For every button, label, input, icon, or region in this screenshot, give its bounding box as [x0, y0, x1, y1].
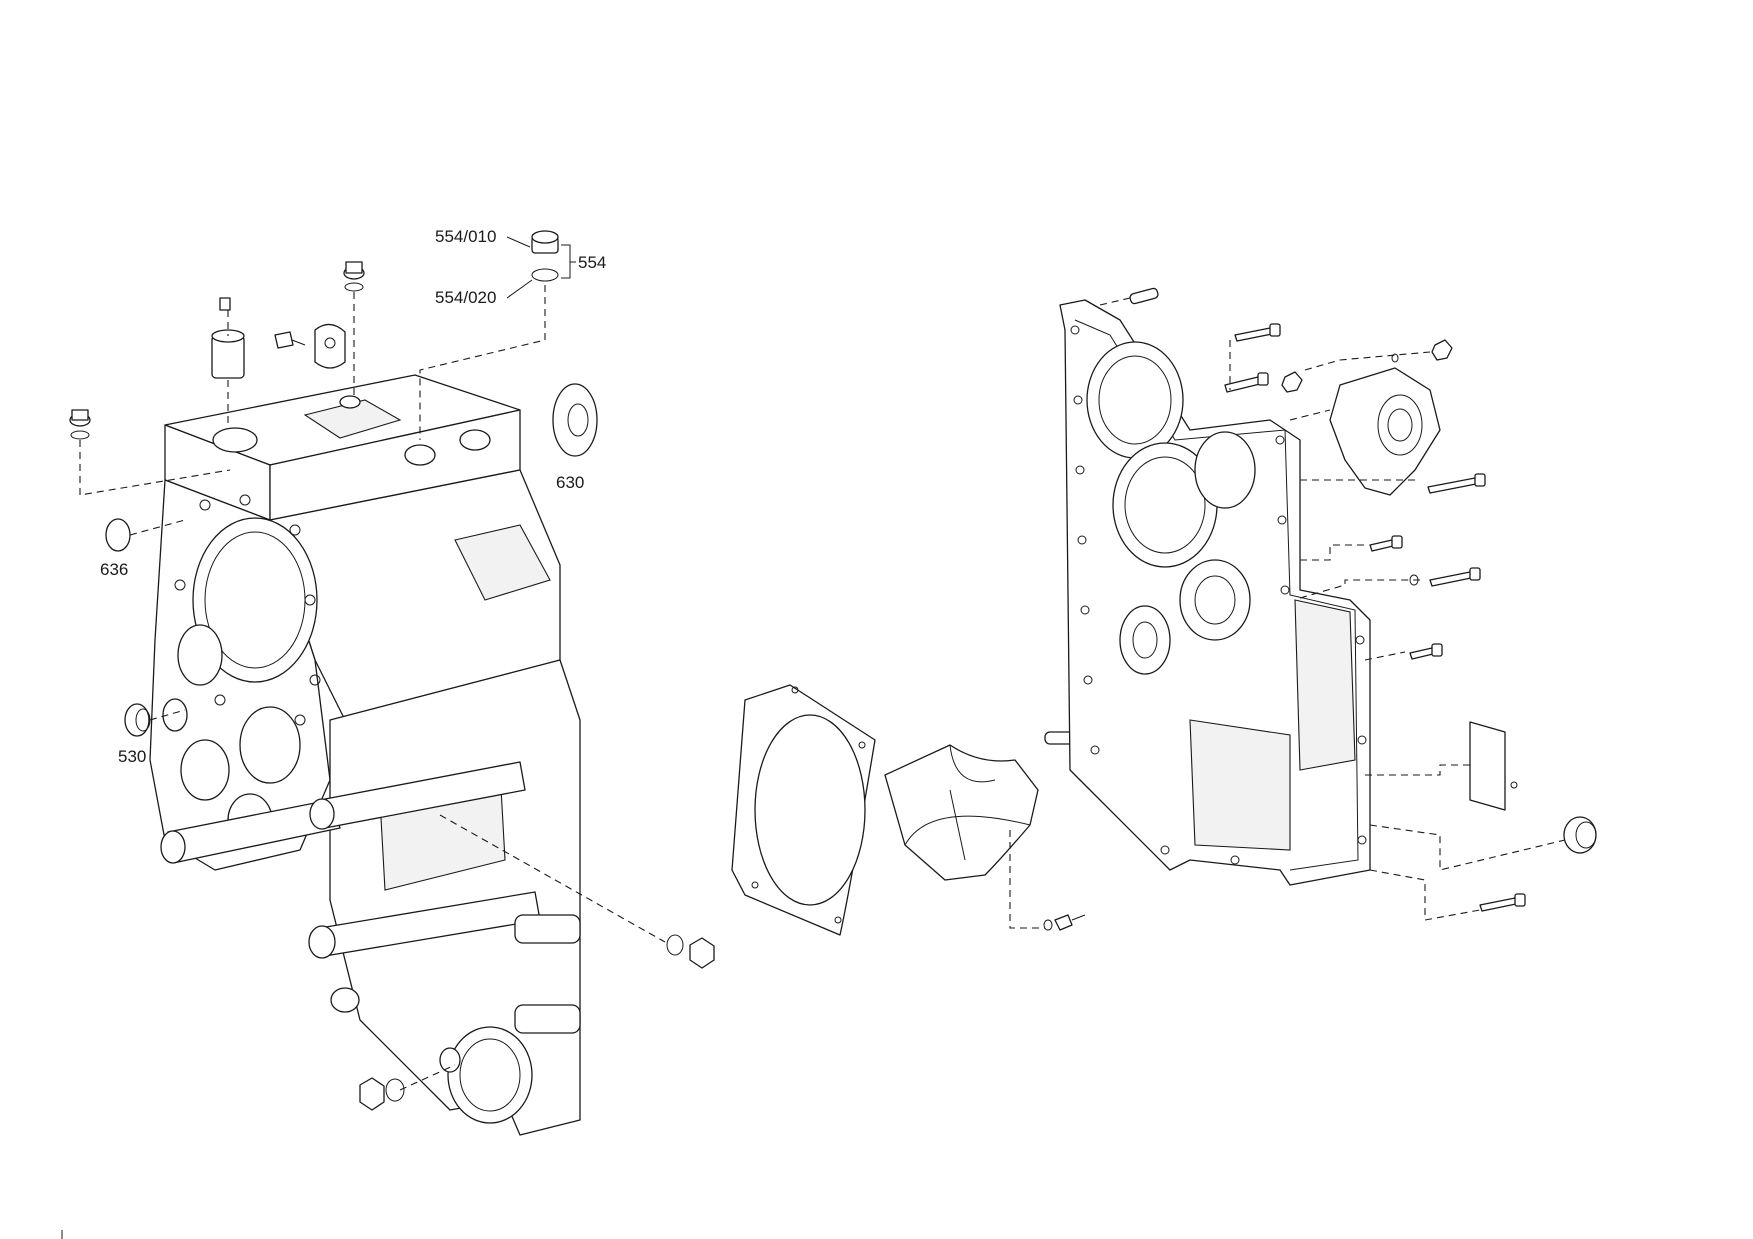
middle-small-parts — [1009, 287, 1159, 931]
left-transmission-housing — [149, 374, 581, 1136]
label-554: 554 — [578, 253, 606, 272]
label-630: 630 — [556, 473, 584, 492]
label-636: 636 — [100, 560, 128, 579]
right-transmission-cover — [1059, 299, 1371, 886]
label-530: 530 — [118, 747, 146, 766]
left-dashed-leaders — [79, 285, 666, 1091]
left-small-parts — [69, 230, 715, 1111]
part-number-labels: 554/010 554 554/020 630 636 530 — [100, 227, 606, 766]
gasket-plate — [731, 684, 876, 936]
cover-bolt-holes — [1070, 325, 1367, 865]
face-bolt-holes — [174, 494, 321, 726]
label-554-010: 554/010 — [435, 227, 496, 246]
right-small-parts — [1099, 297, 1597, 921]
label-554-020: 554/020 — [435, 288, 496, 307]
bolts — [1224, 323, 1526, 912]
shield-cover — [884, 744, 1039, 881]
